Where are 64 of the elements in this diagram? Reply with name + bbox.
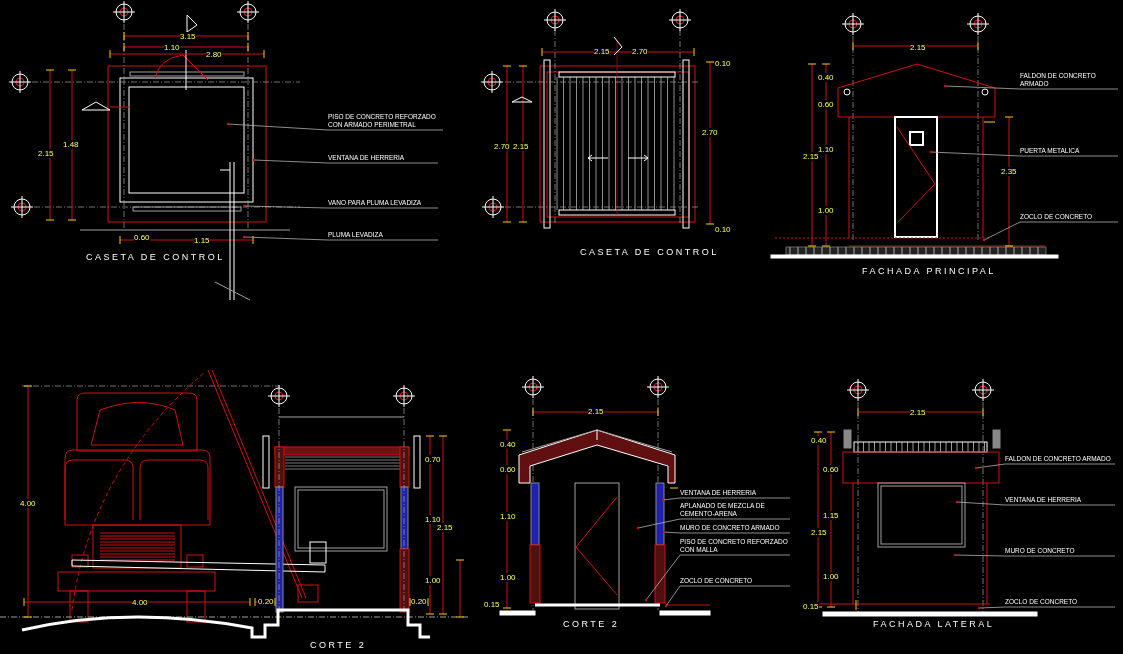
dimension-value: 1.15 <box>194 236 210 245</box>
dimension-value: 0.60 <box>500 465 516 474</box>
dimension-value: 2.70 <box>494 142 510 151</box>
dimension-value: 0.20 <box>258 597 274 606</box>
dimension-value: 2.15 <box>594 47 610 56</box>
leader-line <box>930 151 1119 157</box>
dimension-value: 1.00 <box>823 572 839 581</box>
view-title: CASETA DE CONTROL <box>580 247 719 257</box>
dimension-value: 1.00 <box>818 206 834 215</box>
dimension-value: 2.15 <box>437 523 453 532</box>
dimension-value: 2.35 <box>1001 167 1017 176</box>
leader-line <box>243 205 439 209</box>
leader-line <box>983 221 1119 241</box>
dimension-value: 0.10 <box>715 59 731 68</box>
view-title: CASETA DE CONTROL <box>86 252 225 262</box>
view-title: CORTE 2 <box>563 619 620 629</box>
dimension-value: 2.15 <box>910 43 926 52</box>
leader-line <box>645 554 791 601</box>
dimension-value: 0.20 <box>411 597 427 606</box>
dimension-value: 0.15 <box>803 602 819 611</box>
leader-line <box>227 123 444 131</box>
view-title: CORTE 2 <box>310 640 367 650</box>
leader-line <box>954 554 1116 557</box>
leader-line <box>975 463 1116 469</box>
dimension-value: 0.40 <box>500 440 516 449</box>
dimension-value: 1.10 <box>500 512 516 521</box>
dimension-value: 1.00 <box>500 573 516 582</box>
leader-line <box>253 159 439 164</box>
dimension-value: 3.15 <box>180 32 196 41</box>
view-title: FACHADA PRINCIPAL <box>862 266 996 276</box>
dimension-value: 2.80 <box>206 50 222 59</box>
dimension-value: 1.00 <box>425 576 441 585</box>
leader-line <box>944 85 1119 90</box>
view-title: FACHADA LATERAL <box>873 619 995 629</box>
dimension-value: 2.70 <box>702 128 718 137</box>
dimension-value: 1.10 <box>425 515 441 524</box>
dimension-value: 0.60 <box>134 233 150 242</box>
leader-line <box>243 236 439 241</box>
dimension-value: 0.60 <box>823 465 839 474</box>
leader-line <box>662 497 791 501</box>
leader-line <box>637 518 791 529</box>
leader-line <box>956 501 1116 506</box>
dimension-value: 0.40 <box>818 73 834 82</box>
dimension-value: 1.15 <box>823 511 839 520</box>
leader-line <box>663 531 791 534</box>
dimension-value: 1.10 <box>818 145 834 154</box>
dimension-value: 0.70 <box>425 455 441 464</box>
dimension-value: 1.10 <box>164 43 180 52</box>
dimension-value: 2.15 <box>38 149 54 158</box>
dimension-value: 4.00 <box>20 499 36 508</box>
leader-line <box>665 585 791 607</box>
dimension-value: 1.48 <box>63 140 79 149</box>
dimension-value: 0.40 <box>811 436 827 445</box>
dimension-value: 0.60 <box>818 100 834 109</box>
dimension-value: 0.15 <box>484 600 500 609</box>
dimension-value: 2.15 <box>513 142 529 151</box>
dimension-value: 2.15 <box>811 528 827 537</box>
dimension-value: 0.10 <box>715 225 731 234</box>
dimension-value: 4.00 <box>132 598 148 607</box>
dimension-value: 2.15 <box>910 408 926 417</box>
dimension-value: 2.70 <box>632 47 648 56</box>
dimension-value: 2.15 <box>803 152 819 161</box>
leader-line <box>978 606 1116 609</box>
dimension-value: 2.15 <box>588 407 604 416</box>
